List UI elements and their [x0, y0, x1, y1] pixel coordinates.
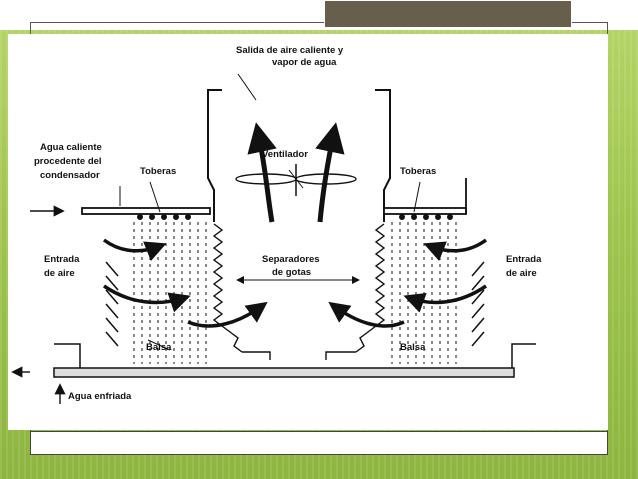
label-air-in-left-line1: Entrada — [44, 254, 80, 265]
label-air-in-left-line2: de aire — [44, 268, 75, 279]
label-separators-line1: Separadores — [262, 254, 320, 265]
label-air-in-right-line1: Entrada — [506, 254, 542, 265]
diagram-labels: Salida de aire caliente y vapor de agua … — [34, 45, 542, 402]
label-hot-water-line3: condensador — [40, 170, 100, 181]
left-louvers — [105, 261, 119, 347]
bottom-panel — [30, 431, 608, 455]
air-flow-arrows — [102, 238, 488, 328]
diagram-card — [8, 34, 608, 430]
label-fan: Ventilador — [262, 149, 308, 160]
label-outlet-line2: vapor de agua — [272, 57, 337, 68]
label-basin-right: Balsa — [400, 342, 426, 353]
right-water-tray — [383, 178, 467, 215]
label-outlet-line1: Salida de aire caliente y — [236, 45, 344, 56]
label-basin-left: Balsa — [146, 342, 172, 353]
hot-air-arrows — [247, 122, 345, 223]
label-separators-line2: de gotas — [272, 267, 311, 278]
fan-stack — [207, 89, 391, 222]
label-hot-water-line1: Agua caliente — [40, 142, 102, 153]
cold-water-basin — [11, 343, 536, 404]
nozzles — [137, 214, 453, 220]
fan — [235, 164, 357, 196]
label-hot-water-line2: procedente del — [34, 156, 102, 167]
label-pointers — [119, 181, 421, 351]
hot-water-pipe — [30, 205, 211, 217]
title-tab — [324, 0, 572, 28]
label-air-in-right-line2: de aire — [506, 268, 537, 279]
drift-eliminators — [212, 223, 386, 360]
label-nozzles-right: Toberas — [400, 166, 436, 177]
right-louvers — [471, 261, 485, 347]
outlet-pointer — [237, 73, 257, 101]
label-cooled-water: Agua enfriada — [68, 391, 132, 402]
label-nozzles-left: Toberas — [140, 166, 176, 177]
